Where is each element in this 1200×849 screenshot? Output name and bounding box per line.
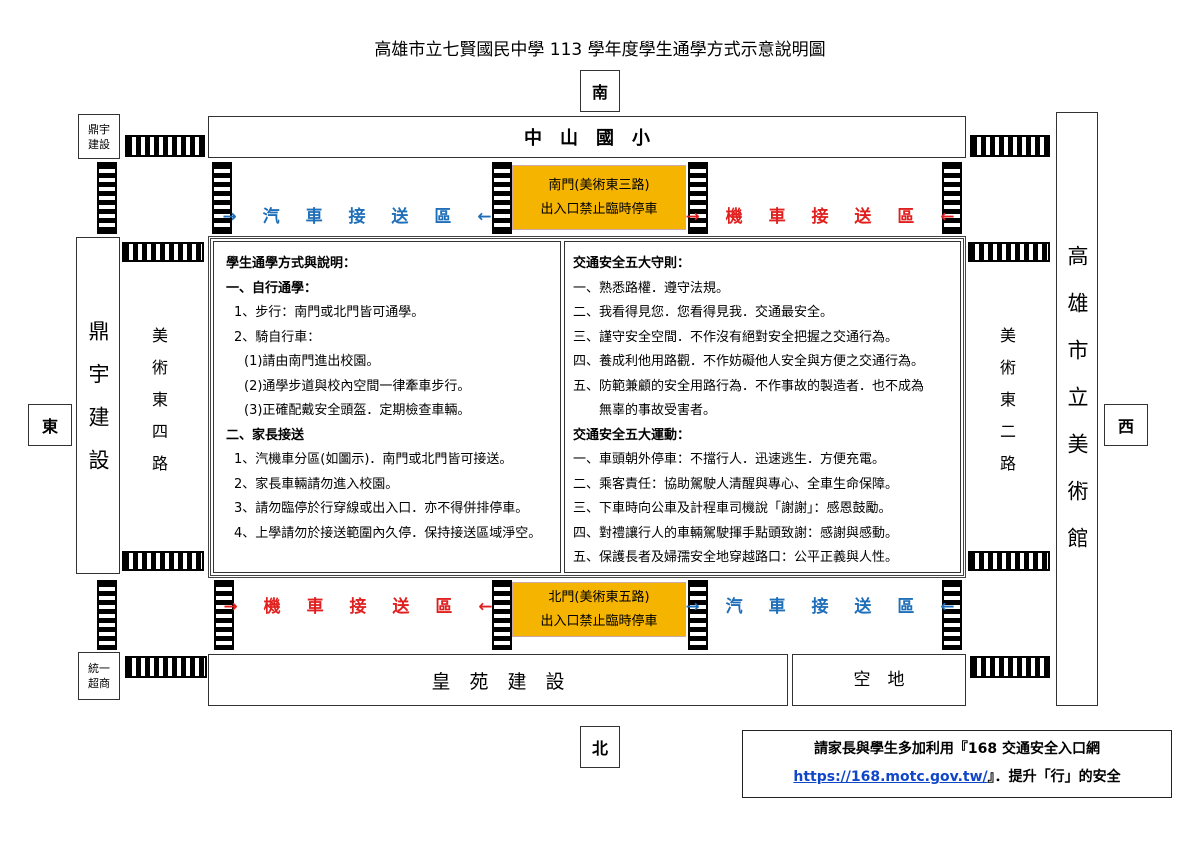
commute-item: 1、汽機車分區(如圖示)．南門或北門皆可接送。 <box>234 452 513 467</box>
crosswalk <box>97 162 117 234</box>
safety-movement: 五、保護長者及婦孺安全地穿越路口：公平正義與人性。 <box>573 550 899 565</box>
safety-rule: 二、我看得見您．您看得見我．交通最安全。 <box>573 305 834 320</box>
building-zhongshan-elementary: 中 山 國 小 <box>208 116 966 158</box>
road-meishu-east-2-label: 美術東二路 <box>997 327 1016 487</box>
safety-rule: 五、防範兼顧的安全用路行為．不作事故的製造者．也不成為 <box>573 378 925 394</box>
safety-movement: 二、乘客責任：協助駕駛人清醒與專心、全車生命保障。 <box>573 476 899 492</box>
crosswalk <box>214 580 234 650</box>
building-dingyu-small-top: 鼎宇建設 <box>78 114 120 159</box>
dingyu-label: 鼎宇建設 <box>86 319 110 492</box>
road-meishu-east-4-label: 美術東四路 <box>149 327 168 487</box>
commute-section-self: 一、自行通學： <box>226 280 318 296</box>
crosswalk <box>122 242 204 262</box>
crosswalk <box>970 135 1050 157</box>
notice-line2: https://168.motc.gov.tw/』．提升「行」的安全 <box>743 764 1171 790</box>
crosswalk <box>125 656 207 678</box>
commute-item: 1、步行：南門或北門皆可通學。 <box>234 305 425 320</box>
crosswalk <box>942 580 962 650</box>
building-7eleven: 統一超商 <box>78 652 120 700</box>
road-meishu-east-4: 美術東四路 <box>130 264 186 550</box>
south-gate-name: 南門(美術東三路) <box>548 177 650 193</box>
art-museum-label: 高雄市立美術館 <box>1065 244 1089 574</box>
north-gate-note: 出入口禁止臨時停車 <box>540 613 658 629</box>
safety-movement: 一、車頭朝外停車：不擋行人．迅速逃生．方便充電。 <box>573 452 886 467</box>
north-gate-name: 北門(美術東五路) <box>548 589 650 605</box>
direction-east: 東 <box>28 404 72 446</box>
direction-west: 西 <box>1104 404 1148 446</box>
notice-line1: 請家長與學生多加利用『168 交通安全入口網 <box>813 741 1101 757</box>
south-gate-note: 出入口禁止臨時停車 <box>540 201 658 217</box>
safety-rule: 三、謹守安全空間．不作沒有絕對安全把握之交通行為。 <box>573 329 899 345</box>
building-kaohsiung-art-museum: 高雄市立美術館 <box>1056 112 1098 706</box>
safety-rule-continued: 無辜的事故受害者。 <box>599 403 717 418</box>
crosswalk <box>122 551 204 571</box>
crosswalk <box>212 162 232 234</box>
notice-line2-suffix: 』．提升「行」的安全 <box>987 769 1121 785</box>
scooter-pickup-zone-top: → 機 車 接 送 區 ← <box>685 206 965 227</box>
crosswalk <box>968 551 1050 571</box>
road-meishu-east-2: 美術東二路 <box>978 264 1034 550</box>
commute-subitem: (2)通學步道與校內空間一律牽車步行。 <box>244 378 471 394</box>
crosswalk <box>970 656 1050 678</box>
car-pickup-zone-top: → 汽 車 接 送 區 ← <box>222 206 502 227</box>
motc-168-link[interactable]: https://168.motc.gov.tw/ <box>793 769 988 785</box>
crosswalk <box>942 162 962 234</box>
safety-rule: 四、養成利他用路觀．不作妨礙他人安全與方便之交通行為。 <box>573 354 925 369</box>
crosswalk <box>688 580 708 650</box>
commute-subitem: (3)正確配戴安全頭盔．定期檢查車輛。 <box>244 403 471 418</box>
commute-section-parent: 二、家長接送 <box>226 427 305 443</box>
direction-north: 北 <box>580 726 620 768</box>
commute-item: 2、家長車輛請勿進入校園。 <box>234 476 399 492</box>
safety-movements-heading: 交通安全五大運動： <box>573 427 691 443</box>
crosswalk <box>492 162 512 234</box>
crosswalk <box>125 135 205 157</box>
scooter-pickup-zone-bottom: → 機 車 接 送 區 ← <box>223 596 503 617</box>
safety-movement: 三、下車時向公車及計程車司機說「謝謝」：感恩鼓勵。 <box>573 501 892 516</box>
crosswalk <box>492 580 512 650</box>
crosswalk <box>688 162 708 234</box>
commute-item: 4、上學請勿於接送範圍內久停．保持接送區域淨空。 <box>234 525 542 541</box>
commute-instructions-panel: 學生通學方式與說明： 一、自行通學： 1、步行：南門或北門皆可通學。 2、騎自行… <box>213 241 561 573</box>
commute-item: 2、騎自行車： <box>234 329 321 345</box>
page-title: 高雄市立七賢國民中學 113 學年度學生通學方式示意說明圖 <box>374 39 826 60</box>
notice-box: 請家長與學生多加利用『168 交通安全入口網 https://168.motc.… <box>742 730 1172 798</box>
south-gate: 南門(美術東三路) 出入口禁止臨時停車 <box>512 165 686 230</box>
north-gate: 北門(美術東五路) 出入口禁止臨時停車 <box>512 582 686 637</box>
traffic-safety-panel: 交通安全五大守則： 一、熟悉路權．遵守法規。 二、我看得見您．您看得見我．交通最… <box>564 241 961 573</box>
commute-subitem: (1)請由南門進出校園。 <box>244 354 380 369</box>
direction-south: 南 <box>580 70 620 112</box>
safety-rules-heading: 交通安全五大守則： <box>573 256 691 271</box>
commute-item: 3、請勿臨停於行穿線或出入口．亦不得併排停車。 <box>234 501 529 516</box>
commute-heading: 學生通學方式與說明： <box>226 256 357 271</box>
building-dingyu-large: 鼎宇建設 <box>76 237 120 574</box>
building-huangyuan: 皇 苑 建 設 <box>208 654 788 706</box>
safety-rule: 一、熟悉路權．遵守法規。 <box>573 280 730 296</box>
car-pickup-zone-bottom: → 汽 車 接 送 區 ← <box>685 596 965 617</box>
vacant-lot: 空 地 <box>792 654 966 706</box>
crosswalk <box>97 580 117 650</box>
crosswalk <box>968 242 1050 262</box>
safety-movement: 四、對禮讓行人的車輛駕駛揮手點頭致謝：感謝與感動。 <box>573 525 899 541</box>
